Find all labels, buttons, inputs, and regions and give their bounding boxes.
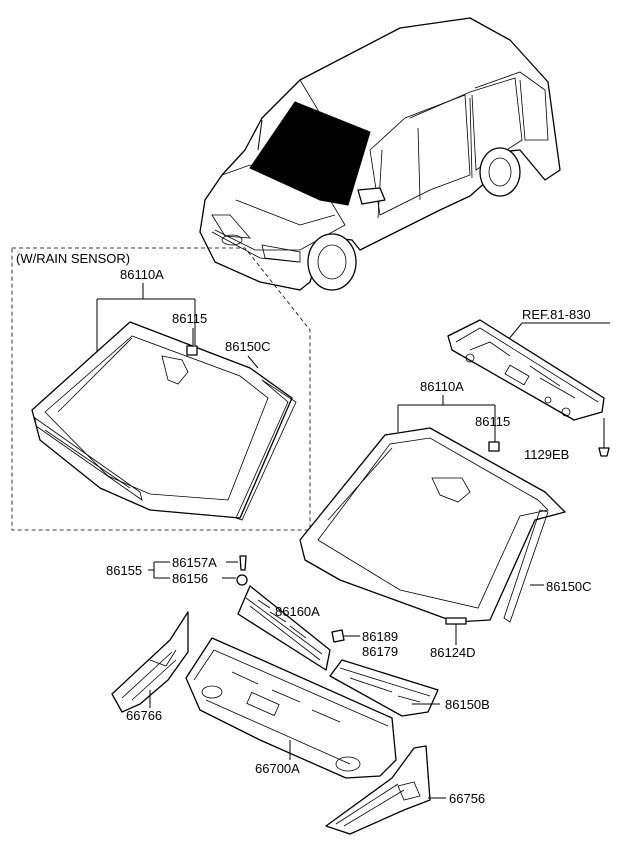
- vehicle-windshield: [249, 101, 371, 206]
- windshield-main-group: 86110A 86115 86124D 86150C: [299, 379, 592, 660]
- label-86155: 86155: [106, 563, 142, 578]
- label-86115-main: 86115: [475, 414, 510, 429]
- label-66756: 66756: [449, 791, 485, 806]
- small-parts-group: 86189 86179: [331, 629, 398, 659]
- rain-sensor-label: (W/RAIN SENSOR): [16, 251, 130, 266]
- label-66700A: 66700A: [255, 761, 300, 776]
- rain-sensor-group: (W/RAIN SENSOR) 86110A 86115 86150C: [11, 247, 311, 531]
- label-86157A: 86157A: [172, 555, 217, 570]
- bracket-left-group: 66766: [111, 611, 189, 723]
- label-86150C-sensor: 86150C: [225, 339, 271, 354]
- label-86189: 86189: [362, 629, 398, 644]
- bracket-right-group: 66756: [325, 745, 485, 835]
- cowl-top-group: 86160A: [237, 585, 331, 671]
- label-86150B: 86150B: [445, 697, 490, 712]
- label-86156: 86156: [172, 571, 208, 586]
- dash-panel-group: 66700A: [185, 637, 397, 779]
- label-86150C-main: 86150C: [546, 579, 592, 594]
- label-86110A-main: 86110A: [420, 379, 464, 394]
- label-86110A-sensor: 86110A: [120, 267, 164, 282]
- label-86160A: 86160A: [275, 604, 320, 619]
- ref-label: REF.81-830: [522, 307, 591, 322]
- label-66766: 66766: [126, 708, 162, 723]
- vehicle-illustration: [199, 17, 561, 291]
- cowl-side-group: 86150B: [329, 659, 490, 717]
- label-86179: 86179: [362, 644, 398, 659]
- label-86124D: 86124D: [430, 645, 476, 660]
- clip-group: 86155 86157A 86156: [106, 555, 248, 586]
- label-86115-sensor: 86115: [172, 311, 207, 326]
- ref-panel-group: REF.81-830 1129EB: [447, 307, 610, 462]
- label-1129EB: 1129EB: [524, 447, 569, 462]
